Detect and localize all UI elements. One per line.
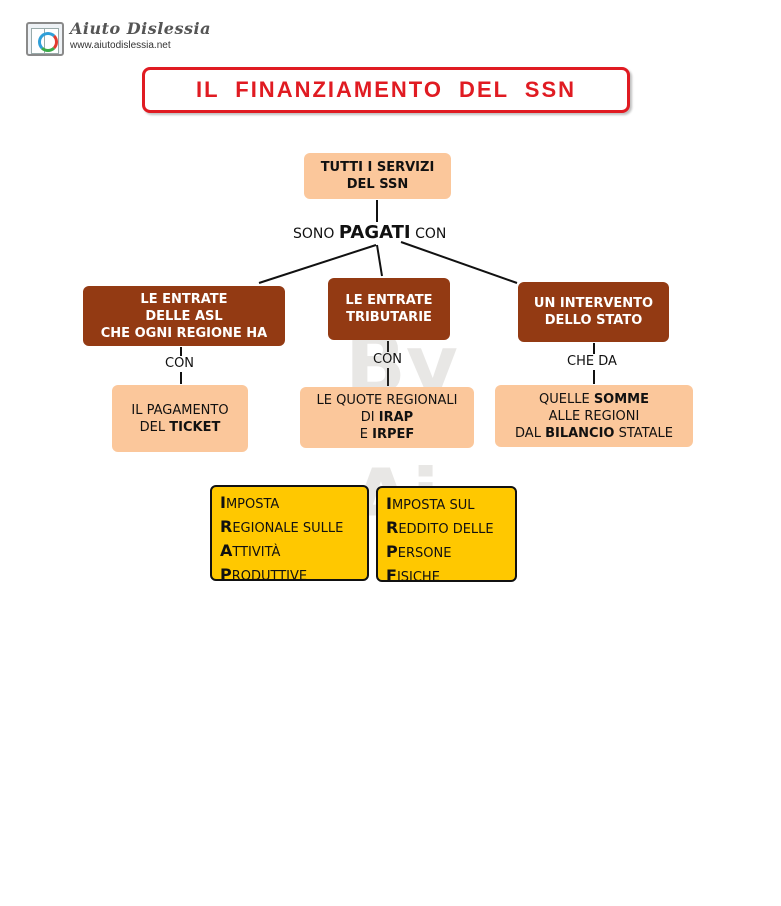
acronym-rest: EGIONALE SULLE	[232, 521, 344, 536]
leaf-1-l2-bold: TICKET	[169, 419, 221, 435]
acronym-cap: R	[386, 518, 399, 537]
leaf-3-l3-post: STATALE	[614, 425, 673, 441]
leaf-2-line-3: E IRPEF	[360, 426, 415, 443]
leaf-2-l2-pre: DI	[360, 410, 379, 425]
acronym-row: PRODUTTIVE	[220, 564, 367, 588]
acronym-row: FISICHE	[386, 565, 515, 589]
connector-pre: SONO	[293, 226, 339, 242]
page-title-text: IL FINANZIAMENTO DEL SSN	[195, 77, 577, 102]
branch-node-stato: UN INTERVENTO DELLO STATO	[518, 282, 669, 342]
acronym-row: PERSONE	[386, 541, 515, 565]
acronym-row: IMPOSTA	[220, 492, 367, 516]
branch-1-line-1: LE ENTRATE	[140, 291, 228, 307]
acronym-cap: F	[386, 566, 397, 585]
branch-3-link: CHE DA	[567, 354, 617, 369]
leaf-3-l1-bold: SOMME	[593, 391, 649, 407]
acronym-cap: P	[220, 565, 232, 584]
acronym-rest: EDDITO DELLE	[398, 522, 494, 537]
acronym-row: REGIONALE SULLE	[220, 516, 367, 540]
branch-2-link: CON	[373, 352, 403, 367]
acronym-rest: ISICHE	[396, 570, 440, 585]
logo-icon	[26, 22, 64, 56]
leaf-ticket: IL PAGAMENTO DEL TICKET	[112, 385, 248, 452]
acronym-rest: RODUTTIVE	[231, 569, 308, 584]
root-line-1: TUTTI I SERVIZI	[320, 160, 435, 175]
leaf-quote: LE QUOTE REGIONALI DI IRAP E IRPEF	[300, 387, 474, 448]
leaf-1-line-1: IL PAGAMENTO	[131, 402, 229, 418]
leaf-3-line-2: ALLE REGIONI	[548, 408, 640, 424]
acronym-cap: P	[386, 542, 398, 561]
branch-node-tributarie: LE ENTRATE TRIBUTARIE	[328, 278, 450, 340]
leaf-3-l1-pre: QUELLE	[539, 391, 594, 407]
leaf-3-line-3: DAL BILANCIO STATALE	[515, 425, 673, 442]
leaf-3-line-1: QUELLE SOMME	[539, 391, 649, 408]
branch-1-line-3: CHE OGNI REGIONE HA	[100, 325, 268, 341]
acronym-row: REDDITO DELLE	[386, 517, 515, 541]
logo-url: www.aiutodislessia.net	[70, 40, 171, 51]
connector-emph: PAGATI	[338, 222, 411, 243]
branch-node-asl: LE ENTRATE DELLE ASL CHE OGNI REGIONE HA	[83, 286, 285, 346]
acronym-rest: MPOSTA SUL	[391, 498, 475, 513]
branch-1-link: CON	[165, 356, 195, 371]
acronym-row: IMPOSTA SUL	[386, 493, 515, 517]
connector-label: SONO PAGATI CON	[293, 222, 446, 243]
leaf-2-line-2: DI IRAP	[361, 409, 413, 426]
acronym-cap: I	[386, 494, 392, 513]
leaf-2-line-1: LE QUOTE REGIONALI	[316, 393, 458, 408]
logo-title: Aiuto Dislessia	[70, 19, 211, 38]
branch-3-line-2: DELLO STATO	[544, 313, 643, 328]
acronym-cap: R	[220, 517, 233, 536]
acronym-irap: IMPOSTA REGIONALE SULLE ATTIVITÀ PRODUTT…	[210, 485, 369, 584]
branch-2-line-2: TRIBUTARIE	[346, 310, 432, 325]
acronym-irpef: IMPOSTA SUL REDDITO DELLE PERSONE FISICH…	[376, 486, 517, 585]
leaf-3-l3-bold: BILANCIO	[545, 425, 615, 441]
leaf-2-l2-bold: IRAP	[378, 410, 414, 425]
acronym-cap: A	[220, 541, 233, 560]
branch-2-line-1: LE ENTRATE	[345, 293, 433, 308]
leaf-3-l3-pre: DAL	[515, 425, 546, 441]
root-node: TUTTI I SERVIZI DEL SSN	[304, 153, 451, 199]
leaf-1-line-2: DEL TICKET	[140, 419, 221, 436]
leaf-2-l3-bold: IRPEF	[372, 427, 415, 442]
page-title: IL FINANZIAMENTO DEL SSN	[142, 67, 630, 113]
acronym-rest: TTIVITÀ	[232, 545, 281, 560]
acronym-rest: MPOSTA	[225, 497, 280, 512]
leaf-1-l2-pre: DEL	[139, 419, 170, 435]
connector-post: CON	[410, 226, 447, 242]
leaf-somme: QUELLE SOMME ALLE REGIONI DAL BILANCIO S…	[495, 385, 693, 447]
branch-3-line-1: UN INTERVENTO	[533, 296, 654, 311]
acronym-rest: ERSONE	[397, 546, 452, 561]
root-line-2: DEL SSN	[346, 177, 409, 192]
acronym-row: ATTIVITÀ	[220, 540, 367, 564]
acronym-cap: I	[220, 493, 226, 512]
branch-1-line-2: DELLE ASL	[145, 308, 223, 324]
leaf-2-l3-pre: E	[359, 427, 373, 442]
